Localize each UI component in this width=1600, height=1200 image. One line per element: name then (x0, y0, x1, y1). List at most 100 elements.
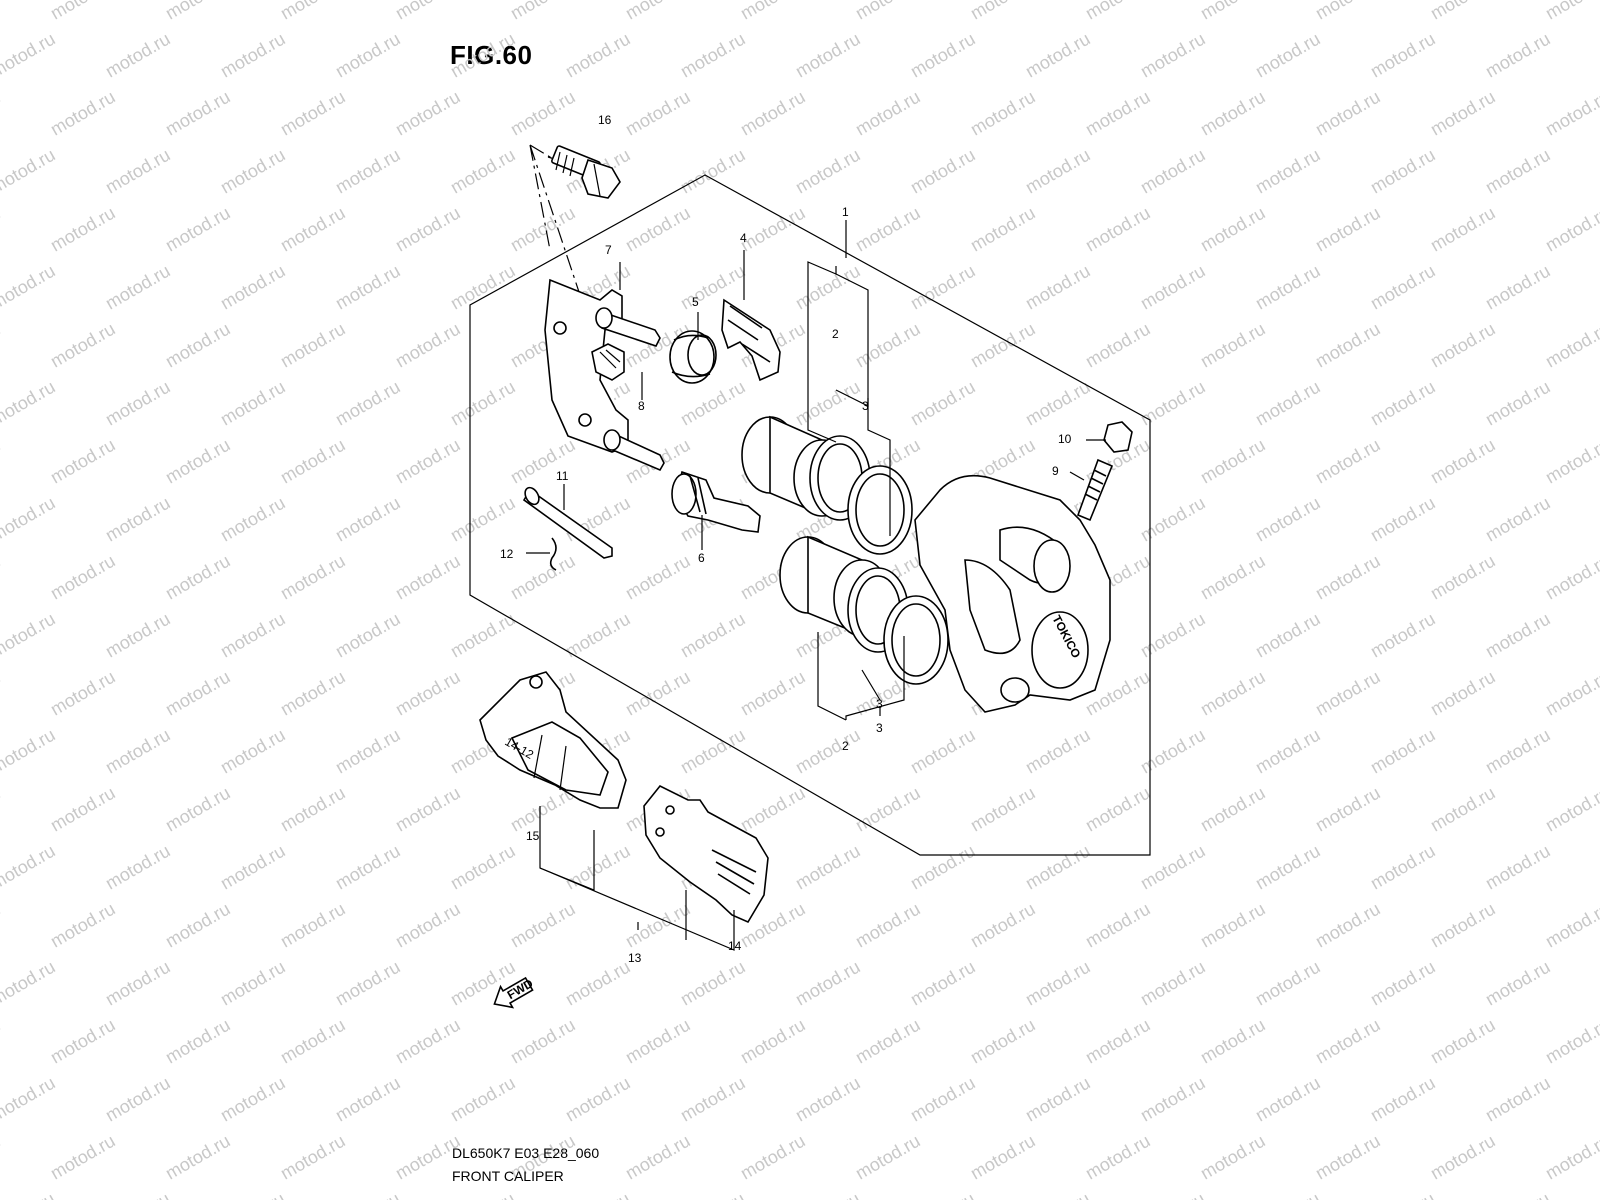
assembly-name: FRONT CALIPER (452, 1168, 564, 1184)
watermark-text: motod.ru (507, 551, 579, 604)
part-bleeder-cap-10[interactable] (1103, 421, 1133, 453)
watermark-text: motod.ru (162, 1015, 234, 1068)
watermark-text: motod.ru (1082, 87, 1154, 140)
watermark-text: motod.ru (217, 609, 289, 662)
watermark-text: motod.ru (162, 783, 234, 836)
watermark-text: motod.ru (622, 87, 694, 140)
callout-2-upper[interactable]: 2 (832, 327, 839, 341)
watermark-text: motod.ru (0, 261, 59, 314)
watermark-text: motod.ru (1367, 957, 1439, 1010)
watermark-text: motod.ru (737, 1131, 809, 1184)
watermark-text: motod.ru (0, 145, 59, 198)
part-caliper-body-1[interactable]: TOKICO (914, 474, 1111, 713)
watermark-text: motod.ru (852, 87, 924, 140)
watermark-text: motod.ru (217, 957, 289, 1010)
callout-14[interactable]: 14 (728, 939, 742, 953)
watermark-text: motod.ru (1252, 609, 1324, 662)
watermark-text: motod.ru (332, 145, 404, 198)
watermark-text: motod.ru (1197, 203, 1269, 256)
watermark-text: motod.ru (622, 1131, 694, 1184)
watermark-text: motod.ru (102, 1189, 174, 1200)
watermark-text: motod.ru (792, 377, 864, 430)
part-seal-upper-3[interactable] (809, 435, 913, 555)
watermark-text: motod.ru (0, 609, 59, 662)
part-clip-12[interactable] (549, 537, 557, 571)
watermark-text: motod.ru (1542, 203, 1600, 256)
watermark-text: motod.ru (392, 435, 464, 488)
watermark-text: motod.ru (1197, 0, 1269, 23)
watermark-text: motod.ru (392, 319, 464, 372)
callout-7[interactable]: 7 (605, 243, 612, 257)
callout-6[interactable]: 6 (698, 551, 705, 565)
watermark-text: motod.ru (332, 841, 404, 894)
watermark-text: motod.ru (0, 87, 4, 140)
callout-1[interactable]: 1 (842, 205, 849, 219)
watermark-text: motod.ru (447, 841, 519, 894)
watermark-text: motod.ru (1482, 1073, 1554, 1126)
watermark-text: motod.ru (622, 1015, 694, 1068)
watermark-text: motod.ru (0, 203, 4, 256)
callout-16[interactable]: 16 (598, 113, 612, 127)
watermark-text: motod.ru (677, 29, 749, 82)
watermark-text: motod.ru (102, 377, 174, 430)
part-pin-11[interactable] (522, 485, 613, 559)
watermark-text: motod.ru (967, 899, 1039, 952)
callout-3-upper[interactable]: 3 (862, 399, 869, 413)
watermark-text: motod.ru (1022, 145, 1094, 198)
watermark-text: motod.ru (737, 203, 809, 256)
callout-2-lower[interactable]: 2 (842, 739, 849, 753)
watermark-text: motod.ru (217, 841, 289, 894)
fwd-label: FWD (505, 976, 536, 1002)
part-caliper-bracket-7[interactable] (544, 278, 665, 472)
watermark-text: motod.ru (907, 377, 979, 430)
watermark-text: motod.ru (162, 551, 234, 604)
part-boot-5[interactable] (669, 330, 717, 384)
watermark-text: motod.ru (1427, 319, 1499, 372)
watermark-text: motod.ru (0, 1015, 4, 1068)
watermark-text: motod.ru (1312, 551, 1384, 604)
watermark-text: motod.ru (447, 1189, 519, 1200)
watermark-text: motod.ru (1197, 551, 1269, 604)
watermark-text: motod.ru (907, 29, 979, 82)
part-spring-8[interactable] (591, 343, 625, 381)
watermark-text: motod.ru (967, 319, 1039, 372)
watermark-text: motod.ru (332, 261, 404, 314)
watermark-text: motod.ru (1427, 1015, 1499, 1068)
callout-4[interactable]: 4 (740, 231, 747, 245)
part-pad-spring-4[interactable] (721, 298, 781, 382)
callout-10[interactable]: 10 (1058, 432, 1072, 446)
watermark-text: motod.ru (1367, 377, 1439, 430)
part-bolt-16[interactable] (547, 145, 621, 199)
watermark-text: motod.ru (1367, 493, 1439, 546)
callout-15[interactable]: 15 (526, 829, 540, 843)
watermark-text: motod.ru (677, 1189, 749, 1200)
watermark-text: motod.ru (792, 145, 864, 198)
watermark-text: motod.ru (1022, 1073, 1094, 1126)
watermark-text: motod.ru (737, 87, 809, 140)
part-bleeder-valve-9[interactable] (1076, 458, 1114, 522)
watermark-text: motod.ru (1137, 1073, 1209, 1126)
watermark-text: motod.ru (217, 1073, 289, 1126)
callout-11[interactable]: 11 (556, 469, 569, 483)
watermark-text: motod.ru (1137, 377, 1209, 430)
watermark-text: motod.ru (102, 1073, 174, 1126)
part-brake-pad-15[interactable]: 14-12 (479, 671, 627, 809)
watermark-text: motod.ru (102, 261, 174, 314)
callout-12[interactable]: 12 (500, 547, 514, 561)
callout-5[interactable]: 5 (692, 295, 699, 309)
watermark-text: motod.ru (47, 203, 119, 256)
callout-3-lower-b[interactable]: 3 (876, 721, 883, 735)
callout-3-lower[interactable]: 3 (876, 697, 883, 711)
watermark-text: motod.ru (1082, 783, 1154, 836)
part-slide-pin-6[interactable] (671, 470, 761, 533)
watermark-text: motod.ru (1022, 841, 1094, 894)
watermark-text: motod.ru (162, 899, 234, 952)
callout-8[interactable]: 8 (638, 399, 645, 413)
watermark-text: motod.ru (1082, 899, 1154, 952)
watermark-text: motod.ru (47, 319, 119, 372)
callout-13[interactable]: 13 (628, 951, 642, 965)
part-pad-shim-14[interactable] (643, 784, 769, 924)
watermark-text: motod.ru (1197, 87, 1269, 140)
callout-9[interactable]: 9 (1052, 464, 1059, 478)
watermark-text: motod.ru (1137, 145, 1209, 198)
